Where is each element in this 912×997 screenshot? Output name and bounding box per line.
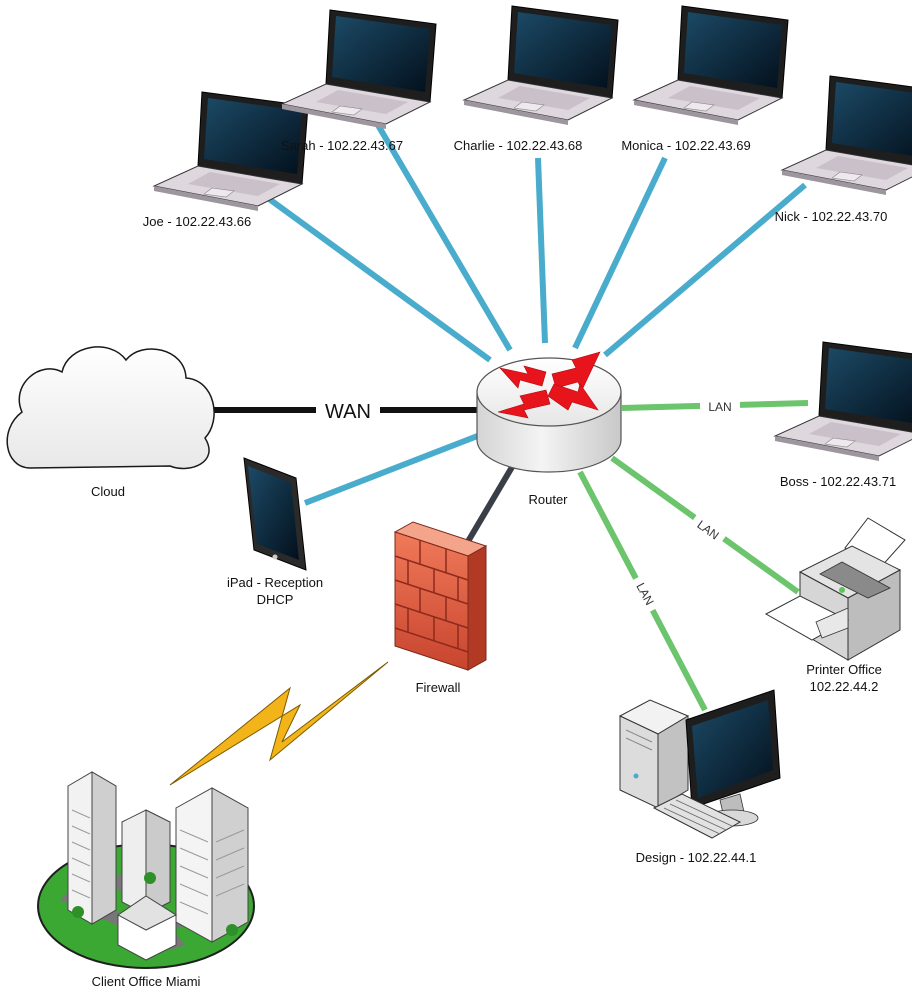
label-router: Router <box>528 492 568 507</box>
label-firewall: Firewall <box>416 680 461 695</box>
label-design: Design - 102.22.44.1 <box>636 850 757 865</box>
label-printer-line1: Printer Office <box>806 662 882 677</box>
links <box>212 118 809 712</box>
label-sarah: Sarah - 102.22.43.67 <box>281 138 403 153</box>
label-boss: Boss - 102.22.43.71 <box>780 474 896 489</box>
desktop-computer-icon <box>618 689 781 839</box>
label-charlie: Charlie - 102.22.43.68 <box>454 138 583 153</box>
laptop-icon <box>781 75 912 196</box>
label-joe: Joe - 102.22.43.66 <box>143 214 251 229</box>
laptop-icon <box>463 5 619 126</box>
router-icon <box>476 351 622 473</box>
link-sarah-router <box>372 118 513 352</box>
label-ipad-line1: iPad - Reception <box>227 575 323 590</box>
link-joe-router <box>248 182 492 363</box>
link-charlie-router <box>535 157 548 344</box>
cloud-icon <box>6 346 215 470</box>
label-client-office: Client Office Miami <box>92 974 201 989</box>
lan-label-boss: LAN <box>708 400 731 414</box>
label-ipad-line2: DHCP <box>257 592 294 607</box>
link-nick-router <box>603 182 807 358</box>
laptop-icon <box>633 5 789 126</box>
laptop-icon <box>281 9 437 130</box>
city-buildings-icon <box>37 771 255 969</box>
label-nick: Nick - 102.22.43.70 <box>775 209 888 224</box>
label-monica: Monica - 102.22.43.69 <box>621 138 750 153</box>
lightning-bolt-icon <box>169 661 389 786</box>
wan-label: WAN <box>325 401 371 423</box>
printer-icon <box>764 517 906 661</box>
label-printer-line2: 102.22.44.2 <box>810 679 879 694</box>
node-labels: Joe - 102.22.43.66 Sarah - 102.22.43.67 … <box>91 138 896 989</box>
link-firewall-router <box>457 460 518 557</box>
label-cloud: Cloud <box>91 484 125 499</box>
link-ipad-router <box>303 432 482 506</box>
link-monica-router <box>572 156 668 350</box>
firewall-icon <box>393 521 488 671</box>
link-labels: WAN LAN LAN LAN <box>316 396 740 614</box>
tablet-icon <box>243 457 307 571</box>
